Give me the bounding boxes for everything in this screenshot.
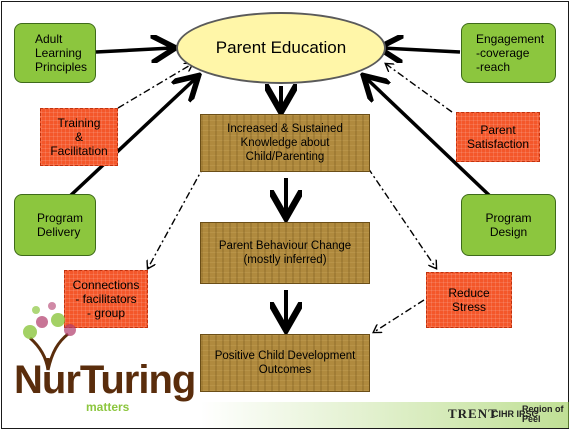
peel-logo: Region of Peel bbox=[522, 404, 564, 424]
arrow-knowledge-to-stress bbox=[367, 167, 436, 268]
reduce-stress-line-1: Reduce bbox=[448, 286, 490, 300]
footer-bar bbox=[200, 402, 569, 428]
program-design-node: Program Design bbox=[461, 194, 556, 256]
adult-learning-line-2: Learning bbox=[35, 46, 82, 60]
arrow-design-to-education bbox=[366, 78, 492, 198]
program-design-line-1: Program bbox=[485, 211, 532, 225]
logo-wordmark: NurTuring bbox=[14, 358, 196, 402]
training-line-1: Training bbox=[57, 116, 101, 130]
nurturing-logo: NurTuring matters bbox=[8, 300, 198, 420]
program-delivery-line-2: Delivery bbox=[37, 225, 81, 239]
arrow-satisfaction-to-education bbox=[386, 64, 453, 113]
knowledge-node: Increased & Sustained Knowledge about Ch… bbox=[200, 114, 370, 172]
outcomes-line-1: Positive Child Development bbox=[214, 350, 356, 362]
arrow-delivery-to-education bbox=[68, 78, 196, 198]
connections-line-1: Connections bbox=[72, 278, 140, 292]
adult-learning-line-1: Adult bbox=[35, 32, 63, 46]
program-delivery-line-1: Program bbox=[37, 211, 84, 225]
behaviour-line-1: Parent Behaviour Change bbox=[218, 240, 352, 252]
parent-satisfaction-node: Parent Satisfaction bbox=[456, 112, 540, 162]
parent-education-node: Parent Education bbox=[176, 12, 386, 84]
parent-satisfaction-line-1: Parent bbox=[480, 123, 516, 137]
behaviour-line-2: (mostly inferred) bbox=[243, 254, 327, 266]
training-line-2: & bbox=[74, 130, 83, 144]
engagement-line-2: -coverage bbox=[476, 46, 530, 60]
engagement-node: Engagement -coverage -reach bbox=[461, 23, 556, 83]
arrow-engagement-to-education bbox=[382, 48, 461, 52]
arrow-stress-to-outcomes bbox=[374, 299, 425, 332]
training-node: Training & Facilitation bbox=[40, 108, 118, 166]
outcomes-line-2: Outcomes bbox=[258, 364, 312, 376]
parent-satisfaction-line-2: Satisfaction bbox=[466, 137, 530, 151]
logo-subtitle: matters bbox=[86, 400, 130, 414]
program-delivery-node: Program Delivery bbox=[14, 194, 96, 256]
arrow-training-to-education bbox=[117, 64, 192, 109]
connections-line-2: - facilitators bbox=[75, 292, 137, 306]
arrow-adult-to-education bbox=[95, 48, 172, 52]
training-line-3: Facilitation bbox=[50, 144, 108, 158]
parent-education-label: Parent Education bbox=[215, 38, 347, 57]
cihr-logo: CIHR IRSC bbox=[492, 409, 539, 419]
reduce-stress-node: Reduce Stress bbox=[426, 272, 512, 328]
knowledge-line-1: Increased & Sustained bbox=[227, 123, 343, 135]
adult-learning-node: Adult Learning Principles bbox=[14, 23, 96, 83]
adult-learning-line-3: Principles bbox=[35, 60, 88, 74]
engagement-line-3: -reach bbox=[476, 60, 511, 74]
connections-node: Connections - facilitators - group bbox=[64, 270, 148, 328]
connections-line-3: - group bbox=[86, 306, 126, 320]
knowledge-line-3: Child/Parenting bbox=[245, 151, 325, 163]
outcomes-node: Positive Child Development Outcomes bbox=[200, 334, 370, 392]
reduce-stress-line-2: Stress bbox=[451, 300, 486, 314]
program-design-line-2: Design bbox=[489, 225, 528, 239]
arrow-knowledge-to-connections bbox=[148, 165, 205, 268]
knowledge-line-2: Knowledge about bbox=[240, 137, 330, 149]
behaviour-node: Parent Behaviour Change (mostly inferred… bbox=[200, 222, 370, 284]
engagement-line-1: Engagement bbox=[476, 32, 545, 46]
trent-logo: TRENT bbox=[448, 406, 498, 421]
tree-icon bbox=[23, 302, 76, 371]
